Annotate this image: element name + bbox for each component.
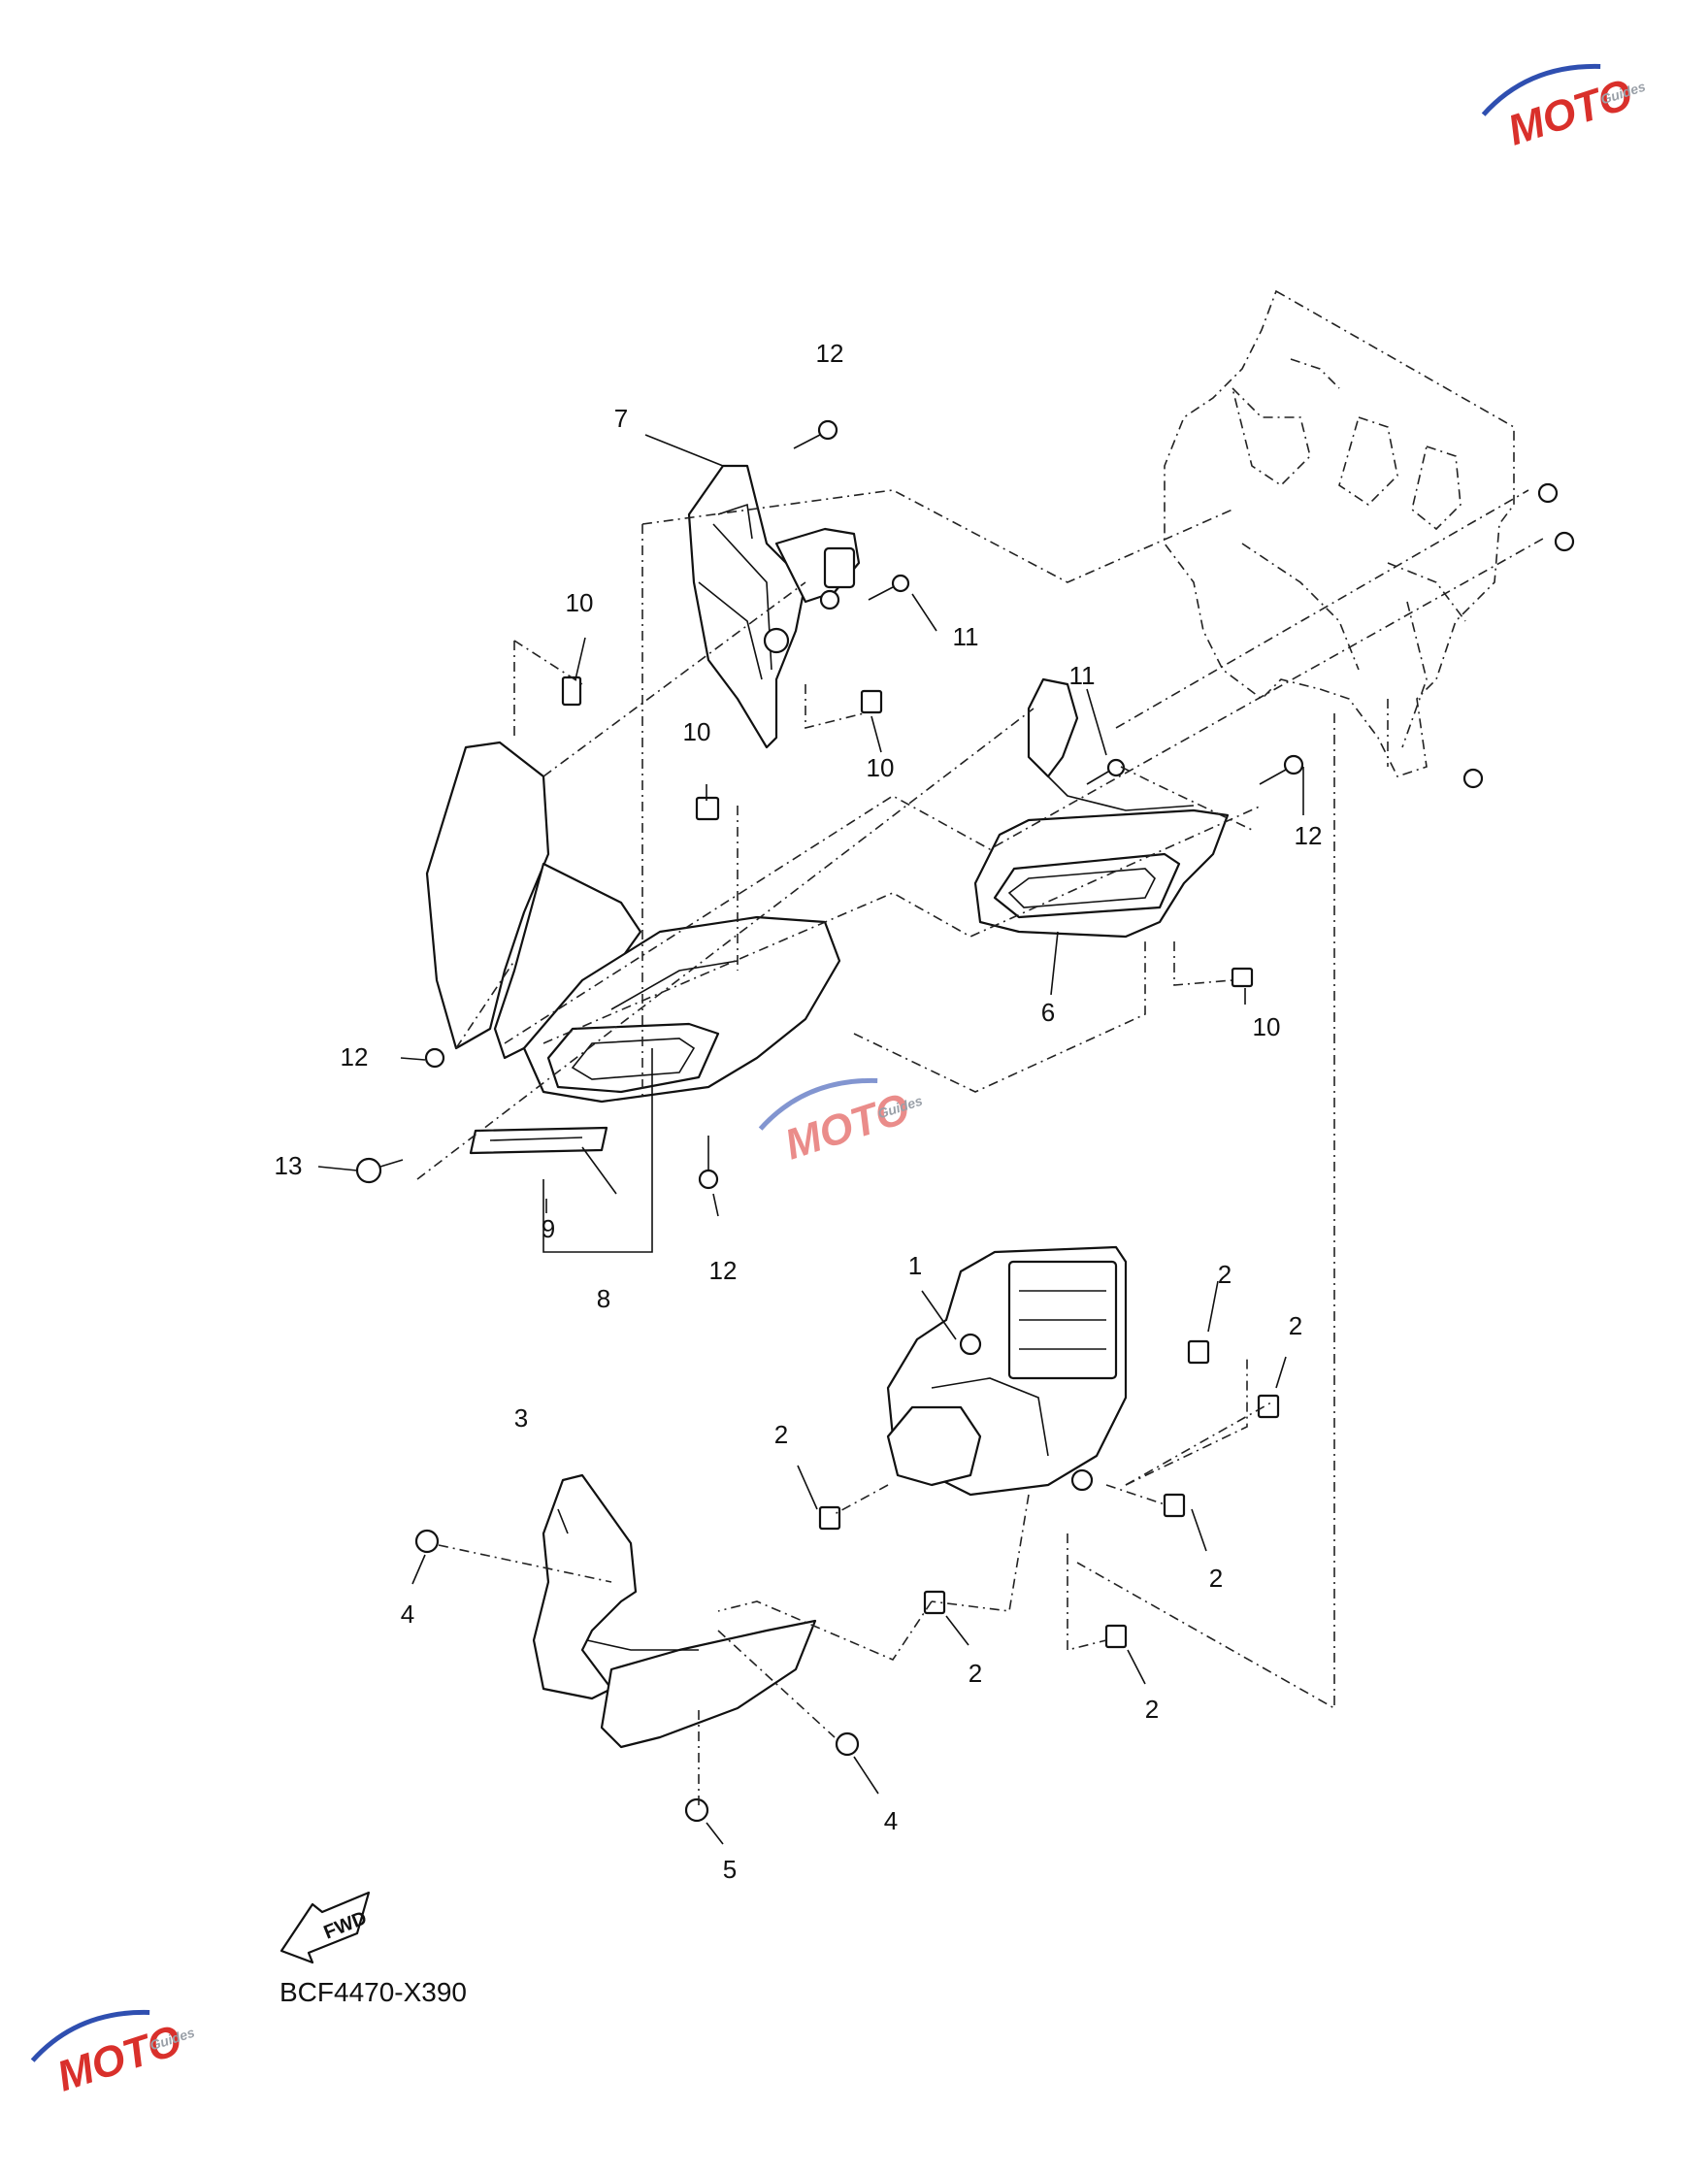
rivet-13 [355, 1157, 404, 1184]
callout-11: 11 [953, 622, 979, 651]
nut-2-b [1257, 1394, 1280, 1419]
callout-labels: 12 7 10 11 10 10 11 12 6 10 12 13 9 12 8… [275, 339, 1323, 1884]
nut-2-c [818, 1505, 841, 1531]
callout-2: 2 [1209, 1564, 1223, 1593]
callout-7: 7 [614, 404, 628, 433]
callout-10: 10 [566, 588, 594, 617]
nut-5 [684, 1797, 709, 1823]
clip-10-c [695, 796, 720, 821]
fastener-4-left [414, 1529, 440, 1554]
callout-6: 6 [1041, 998, 1055, 1027]
fwd-arrow: FWD [279, 1891, 370, 1964]
callout-2: 2 [1145, 1695, 1159, 1724]
callout-10: 10 [867, 753, 895, 782]
callout-10: 10 [683, 717, 711, 746]
watermark-center: MOTO Guides [758, 1077, 925, 1170]
drawing-code: BCF4470-X390 [279, 1977, 467, 2007]
callout-11: 11 [1069, 661, 1096, 690]
bolt-12-top [793, 419, 838, 449]
under-cowl-3 [532, 1473, 817, 1749]
bolt-12-left [424, 1047, 445, 1069]
bolt-12-right [1259, 754, 1304, 785]
callout-3: 3 [514, 1403, 528, 1433]
leader-lines [317, 434, 1304, 1845]
callout-12: 12 [341, 1042, 369, 1072]
callout-10: 10 [1253, 1012, 1281, 1041]
callout-2: 2 [1218, 1260, 1232, 1289]
clip-10-b [860, 689, 883, 714]
nut-2-f [1104, 1624, 1128, 1649]
callout-12: 12 [816, 339, 844, 368]
frame-bolts [1462, 482, 1575, 789]
bolt-12-bottom [698, 1136, 719, 1190]
assembly-lines [416, 489, 1544, 1805]
fastener-4-right [835, 1731, 860, 1757]
unit-1 [886, 1245, 1128, 1497]
bolt-11-lower [1086, 758, 1126, 785]
nut-2-d [1163, 1493, 1186, 1518]
callout-12: 12 [1295, 821, 1323, 850]
headlight-lens-6 [973, 677, 1230, 939]
headlight-cowl-8 [522, 915, 841, 1104]
watermark-top-right: MOTO Guides [1481, 63, 1648, 155]
badge-9 [469, 1126, 608, 1155]
callout-8: 8 [597, 1284, 610, 1313]
bolt-11-upper [868, 574, 910, 601]
callout-4: 4 [401, 1599, 414, 1629]
callout-1: 1 [908, 1251, 922, 1280]
front-bracket-7 [687, 464, 861, 749]
callout-5: 5 [723, 1855, 737, 1884]
nut-2-a [1187, 1339, 1210, 1365]
callout-2: 2 [1289, 1311, 1302, 1340]
callout-2: 2 [969, 1659, 982, 1688]
watermark-bottom-left: MOTO Guides [30, 2009, 197, 2101]
callout-4: 4 [884, 1806, 898, 1835]
clip-10-d [1231, 967, 1254, 988]
callout-12: 12 [709, 1256, 738, 1285]
callout-13: 13 [275, 1151, 303, 1180]
callout-9: 9 [542, 1214, 555, 1243]
frame-outline [1164, 289, 1515, 777]
callout-2: 2 [774, 1420, 788, 1449]
clip-10-a [561, 676, 582, 707]
